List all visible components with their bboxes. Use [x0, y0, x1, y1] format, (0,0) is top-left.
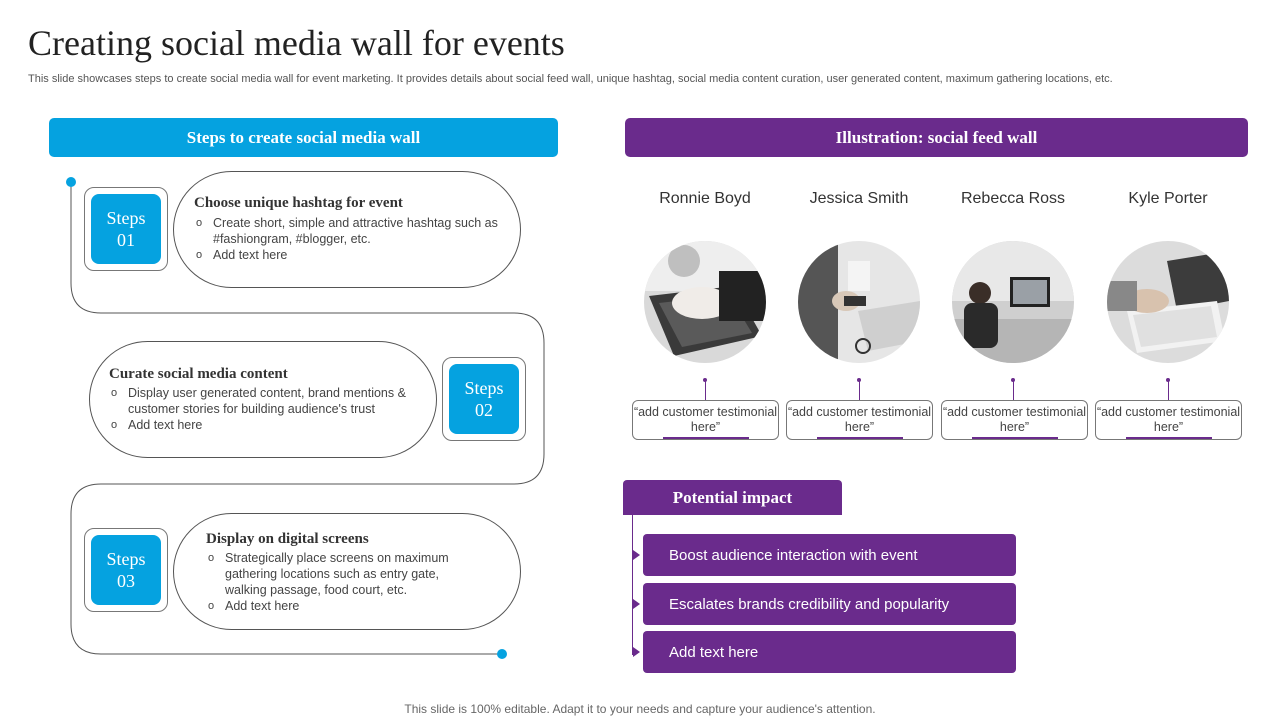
- list-item: Create short, simple and attractive hash…: [194, 215, 504, 247]
- impact-arrow-icon: [633, 599, 640, 609]
- card-payment-photo: [798, 241, 920, 363]
- desk-computer-photo: [952, 241, 1074, 363]
- impact-arrow-icon: [633, 647, 640, 657]
- page-footer: This slide is 100% editable. Adapt it to…: [404, 702, 876, 716]
- laptop-typing-photo: [644, 241, 766, 363]
- impact-header: Potential impact: [623, 480, 842, 515]
- step-03-bullets: Strategically place screens on maximum g…: [206, 550, 476, 614]
- page-subtitle: This slide showcases steps to create soc…: [28, 73, 1113, 85]
- list-item: Add text here: [206, 598, 476, 614]
- person-name-kyle-porter: Kyle Porter: [1128, 190, 1208, 207]
- list-item: Add text here: [194, 247, 504, 263]
- impact-item: Add text here: [643, 631, 1016, 673]
- list-item: Add text here: [109, 417, 419, 433]
- impact-connector-line: [632, 515, 633, 655]
- impact-arrow-icon: [633, 550, 640, 560]
- person-name-rebecca-ross: Rebecca Ross: [960, 190, 1066, 207]
- path-start-dot: [66, 177, 76, 187]
- step-03-frame: Steps 03: [84, 528, 168, 612]
- steps-header: Steps to create social media wall: [49, 118, 558, 157]
- step-02-title: Curate social media content: [109, 366, 288, 382]
- person-name-jessica-smith: Jessica Smith: [809, 190, 909, 207]
- testimonial-rebecca-ross: “add customer testimonial here”: [941, 400, 1088, 440]
- list-item: Display user generated content, brand me…: [109, 385, 419, 417]
- testimonial-jessica-smith: “add customer testimonial here”: [786, 400, 933, 440]
- testimonial-ronnie-boyd: “add customer testimonial here”: [632, 400, 779, 440]
- step-02-frame: Steps 02: [442, 357, 526, 441]
- step-02-bullets: Display user generated content, brand me…: [109, 385, 419, 433]
- step-01-title: Choose unique hashtag for event: [194, 195, 403, 211]
- keyboard-hands-photo: [1107, 241, 1229, 363]
- step-02-badge: Steps 02: [449, 364, 519, 434]
- step-01-badge: Steps 01: [91, 194, 161, 264]
- path-end-dot: [497, 649, 507, 659]
- list-item: Strategically place screens on maximum g…: [206, 550, 476, 598]
- social-wall-header: Illustration: social feed wall: [625, 118, 1248, 157]
- impact-item: Boost audience interaction with event: [643, 534, 1016, 576]
- testimonial-kyle-porter: “add customer testimonial here”: [1095, 400, 1242, 440]
- step-01-frame: Steps 01: [84, 187, 168, 271]
- step-03-title: Display on digital screens: [206, 531, 369, 547]
- page-title: Creating social media wall for events: [28, 23, 565, 63]
- step-01-bullets: Create short, simple and attractive hash…: [194, 215, 504, 263]
- impact-item: Escalates brands credibility and popular…: [643, 583, 1016, 625]
- step-03-badge: Steps 03: [91, 535, 161, 605]
- person-name-ronnie-boyd: Ronnie Boyd: [659, 190, 751, 207]
